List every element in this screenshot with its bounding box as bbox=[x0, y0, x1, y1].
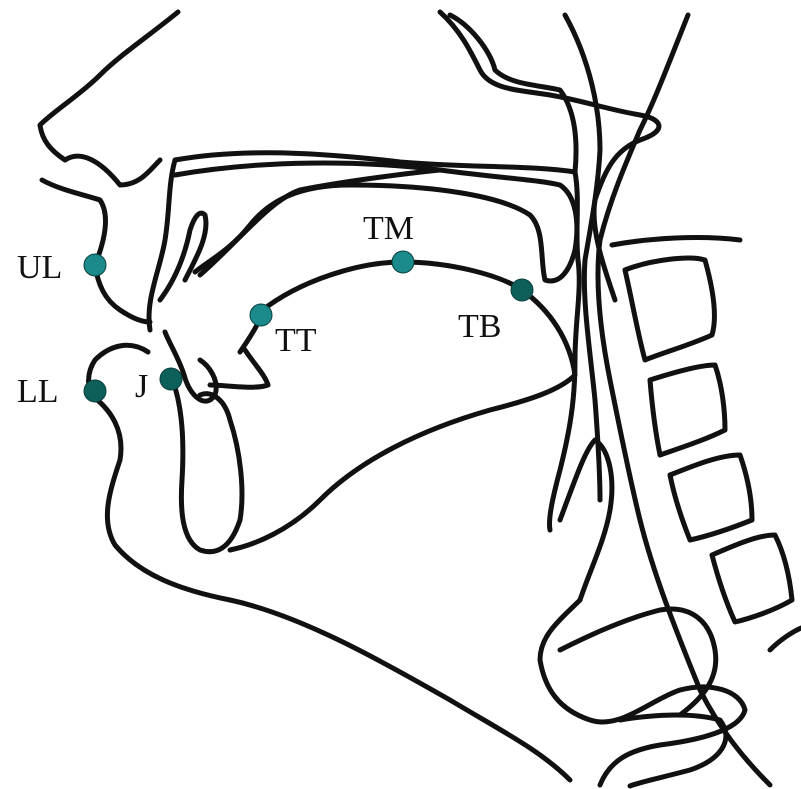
sensor-TB-dot bbox=[511, 279, 533, 301]
sensor-J-dot bbox=[160, 368, 182, 390]
label-UL: UL bbox=[17, 251, 62, 285]
label-TB: TB bbox=[458, 310, 501, 344]
sensor-UL-dot bbox=[84, 254, 106, 276]
label-TM: TM bbox=[363, 212, 414, 246]
sensor-LL-dot bbox=[84, 380, 106, 402]
label-LL: LL bbox=[17, 375, 59, 409]
label-J: J bbox=[135, 370, 148, 404]
label-TT: TT bbox=[275, 324, 317, 358]
sensor-TT-dot bbox=[250, 304, 272, 326]
sensor-TM-dot bbox=[392, 251, 414, 273]
